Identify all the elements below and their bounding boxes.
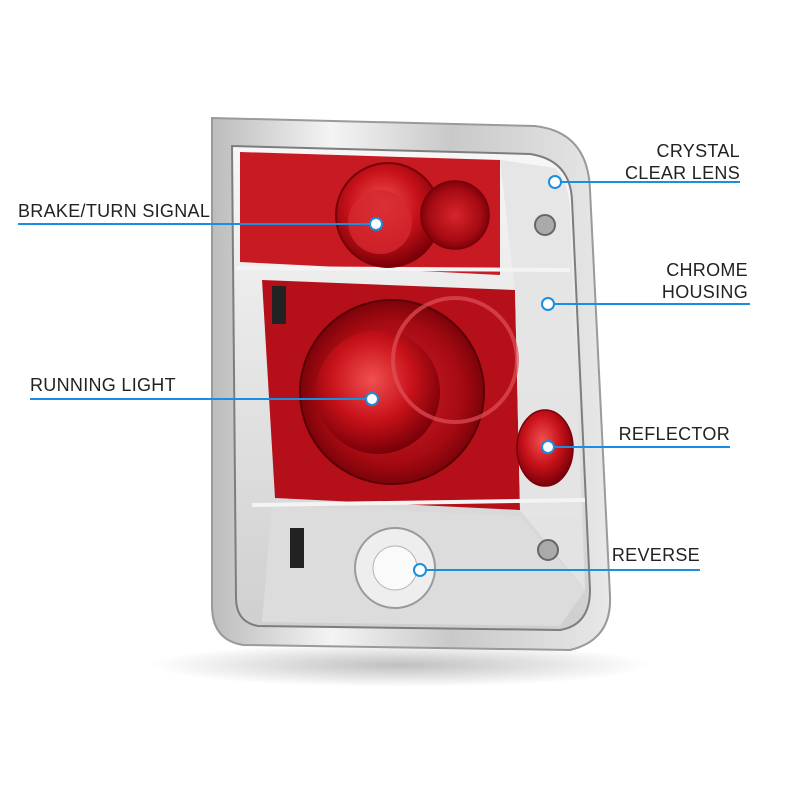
label-reverse: REVERSE (612, 544, 700, 566)
label-line: CLEAR LENS (624, 163, 740, 183)
reverse-lamp-inner (372, 545, 418, 591)
divider-upper (235, 266, 571, 272)
label-line: HOUSING (661, 282, 748, 302)
label-reflector: REFLECTOR (619, 423, 730, 445)
callout-reflector (541, 440, 730, 454)
callout-reverse (413, 563, 700, 577)
brake-turn-lamp-ring (420, 180, 490, 250)
label-line: REVERSE (611, 545, 700, 565)
label-crystal-clear-lens: CRYSTAL CLEAR LENS (625, 140, 740, 184)
clear-side-panel (500, 160, 585, 590)
label-line: CRYSTAL (656, 141, 740, 161)
callout-crystal-clear-lens (548, 175, 740, 189)
label-line: CHROME (666, 260, 748, 280)
label-line: RUNNING LIGHT (30, 375, 176, 395)
mounting-clip-top (272, 286, 286, 324)
label-brake-turn-signal: BRAKE/TURN SIGNAL (18, 200, 210, 222)
mounting-bolt-bottom (537, 539, 559, 561)
label-chrome-housing: CHROME HOUSING (662, 259, 748, 303)
callout-brake-turn-signal (18, 217, 383, 231)
running-light-lamp-ring (391, 296, 519, 424)
mounting-clip-bottom (290, 528, 304, 568)
ground-shadow (150, 643, 650, 687)
label-line: REFLECTOR (618, 424, 730, 444)
mounting-bolt-top (534, 214, 556, 236)
callout-chrome-housing (541, 297, 750, 311)
divider-lower (251, 498, 586, 507)
label-line: BRAKE/TURN SIGNAL (18, 201, 211, 221)
running-light-lamp-inner (316, 330, 440, 454)
callout-running-light (30, 392, 379, 406)
label-running-light: RUNNING LIGHT (30, 374, 176, 396)
